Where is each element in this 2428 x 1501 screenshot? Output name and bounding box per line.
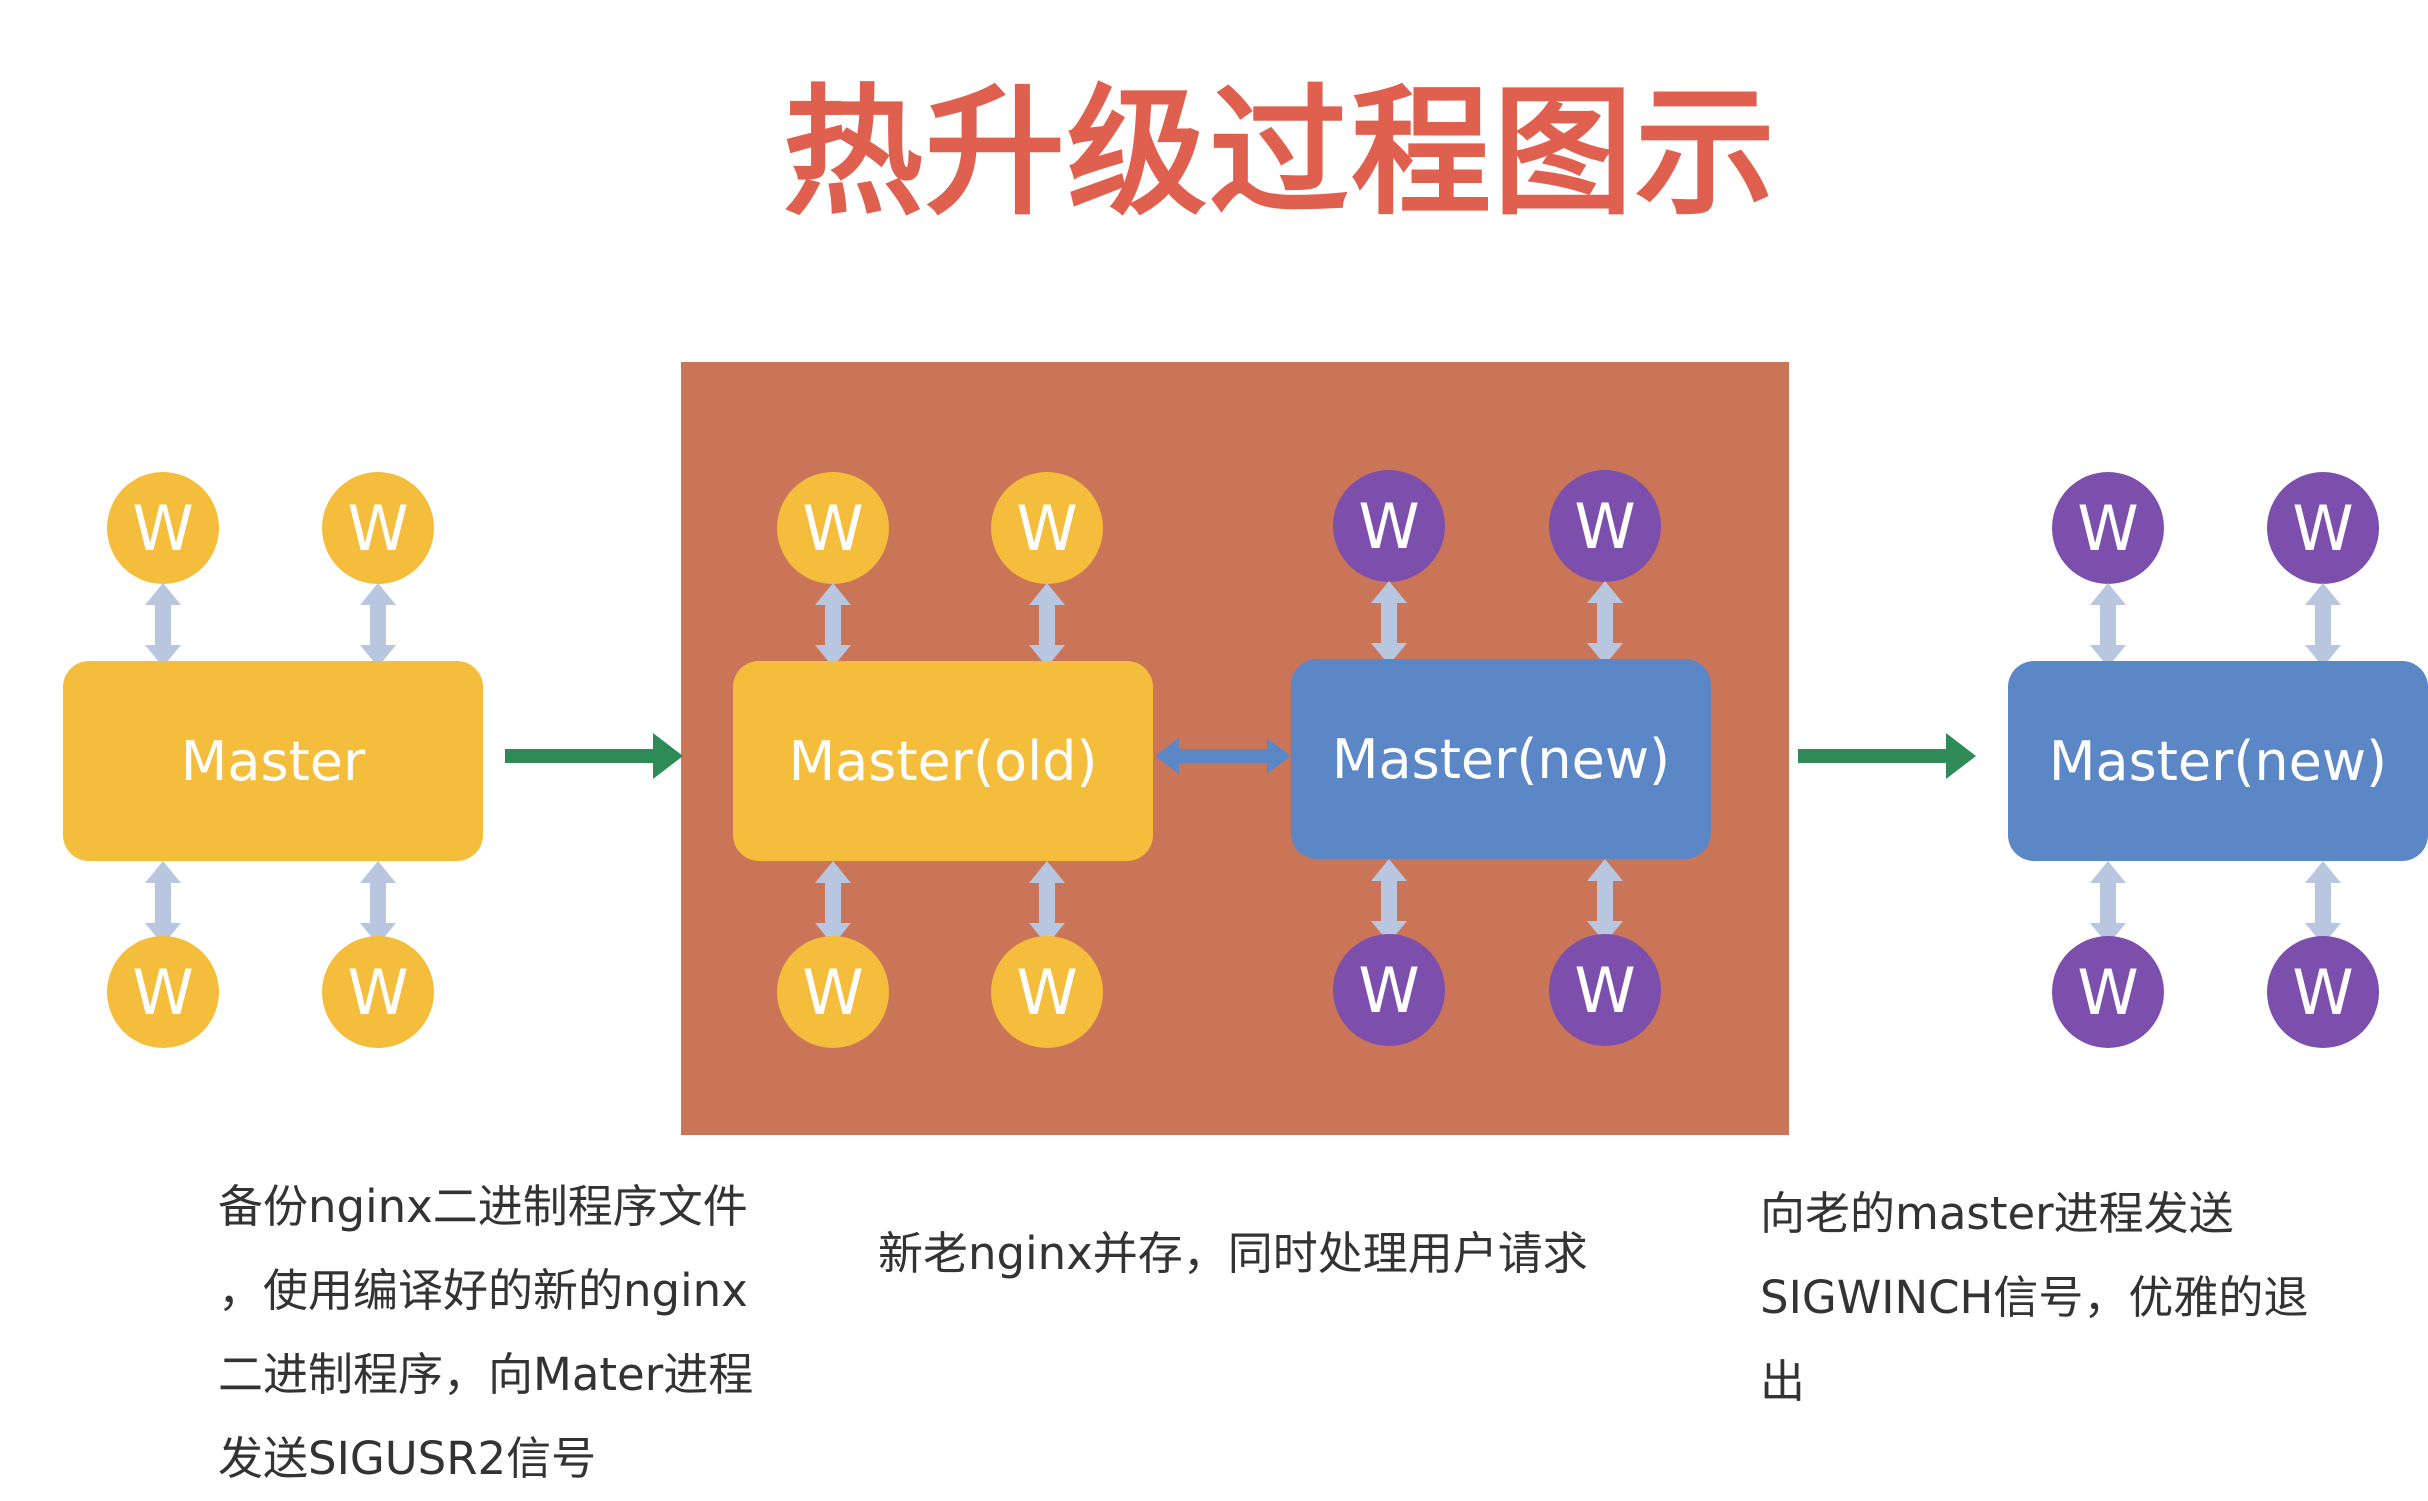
bidirectional-link-arrow bbox=[2090, 861, 2126, 945]
bidirectional-link-arrow bbox=[1371, 859, 1407, 943]
bidirectional-link-arrow bbox=[815, 583, 851, 667]
caption-line: 向老的master进程发送 bbox=[1760, 1187, 2234, 1240]
bidirectional-link-arrow bbox=[1029, 583, 1065, 667]
bidirectional-link-arrow bbox=[2305, 861, 2341, 945]
bidirectional-link-arrow bbox=[360, 861, 396, 945]
worker-node: W bbox=[322, 472, 434, 584]
worker-node: W bbox=[2052, 472, 2164, 584]
bidirectional-link-arrow bbox=[1371, 581, 1407, 665]
bidirectional-link-arrow bbox=[2090, 583, 2126, 667]
bidirectional-link-arrow bbox=[360, 583, 396, 667]
worker-node: W bbox=[1333, 934, 1445, 1046]
bidirectional-link-arrow bbox=[1587, 859, 1623, 943]
bidirectional-link-arrow bbox=[145, 861, 181, 945]
worker-node: W bbox=[777, 936, 889, 1048]
bidirectional-link-arrow bbox=[815, 861, 851, 945]
worker-node: W bbox=[107, 936, 219, 1048]
worker-node: W bbox=[991, 472, 1103, 584]
caption-line: 发送SIGUSR2信号 bbox=[218, 1432, 597, 1485]
worker-node: W bbox=[1333, 470, 1445, 582]
stage3-caption: 向老的master进程发送 SIGWINCH信号，优雅的退 出 bbox=[1760, 1172, 2308, 1424]
master-node: Master bbox=[63, 661, 483, 861]
worker-node: W bbox=[2052, 936, 2164, 1048]
caption-line: 二进制程序，向Mater进程 bbox=[218, 1348, 754, 1401]
worker-node: W bbox=[777, 472, 889, 584]
worker-node: W bbox=[2267, 936, 2379, 1048]
master-node: Master(new) bbox=[2008, 661, 2428, 861]
caption-line: 出 bbox=[1760, 1355, 1806, 1408]
caption-line: 新老nginx并存，同时处理用户请求 bbox=[878, 1227, 1588, 1280]
worker-node: W bbox=[2267, 472, 2379, 584]
caption-line: SIGWINCH信号，优雅的退 bbox=[1760, 1271, 2309, 1324]
worker-node: W bbox=[1549, 470, 1661, 582]
worker-node: W bbox=[991, 936, 1103, 1048]
bidirectional-link-arrow bbox=[145, 583, 181, 667]
bidirectional-link-arrow bbox=[1029, 861, 1065, 945]
flow-arrow bbox=[1798, 733, 1976, 779]
stage2-caption: 新老nginx并存，同时处理用户请求 bbox=[878, 1212, 1588, 1296]
old-master-node: Master(old) bbox=[733, 661, 1153, 861]
worker-node: W bbox=[107, 472, 219, 584]
caption-line: 备份nginx二进制程序文件 bbox=[218, 1180, 748, 1233]
worker-node: W bbox=[1549, 934, 1661, 1046]
flow-arrow bbox=[505, 733, 683, 779]
worker-node: W bbox=[322, 936, 434, 1048]
new-master-node: Master(new) bbox=[1291, 659, 1711, 859]
bidirectional-link-arrow bbox=[2305, 583, 2341, 667]
master-link-arrow bbox=[1155, 738, 1291, 774]
stage1-caption: 备份nginx二进制程序文件 ，使用编译好的新的nginx 二进制程序，向Mat… bbox=[218, 1165, 753, 1501]
bidirectional-link-arrow bbox=[1587, 581, 1623, 665]
caption-line: ，使用编译好的新的nginx bbox=[218, 1264, 748, 1317]
diagram-title: 热升级过程图示 bbox=[782, 72, 1777, 235]
